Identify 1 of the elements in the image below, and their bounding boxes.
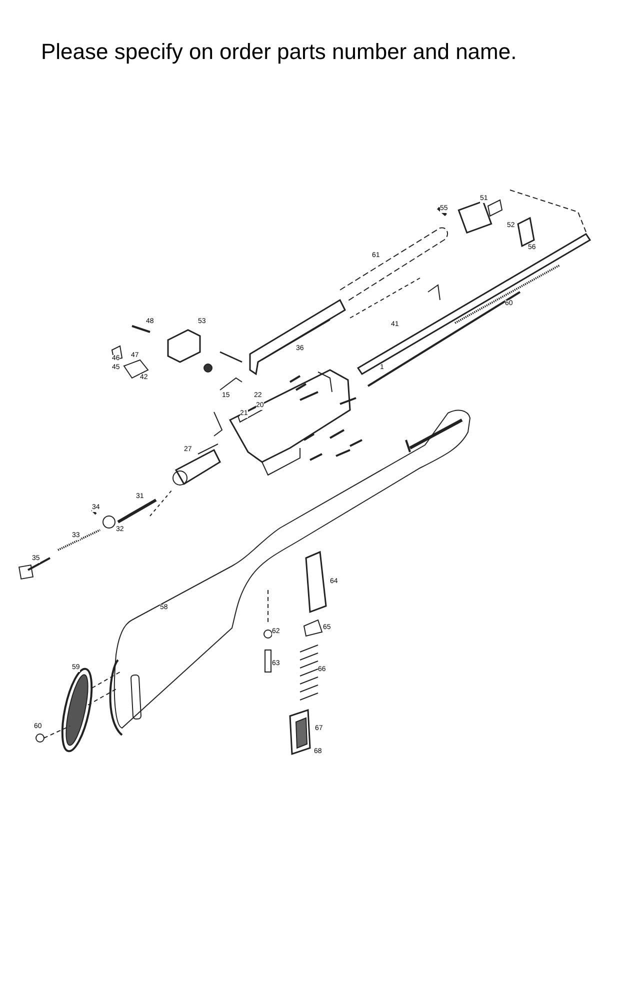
title: Please specify on order parts number and name. (41, 38, 518, 66)
